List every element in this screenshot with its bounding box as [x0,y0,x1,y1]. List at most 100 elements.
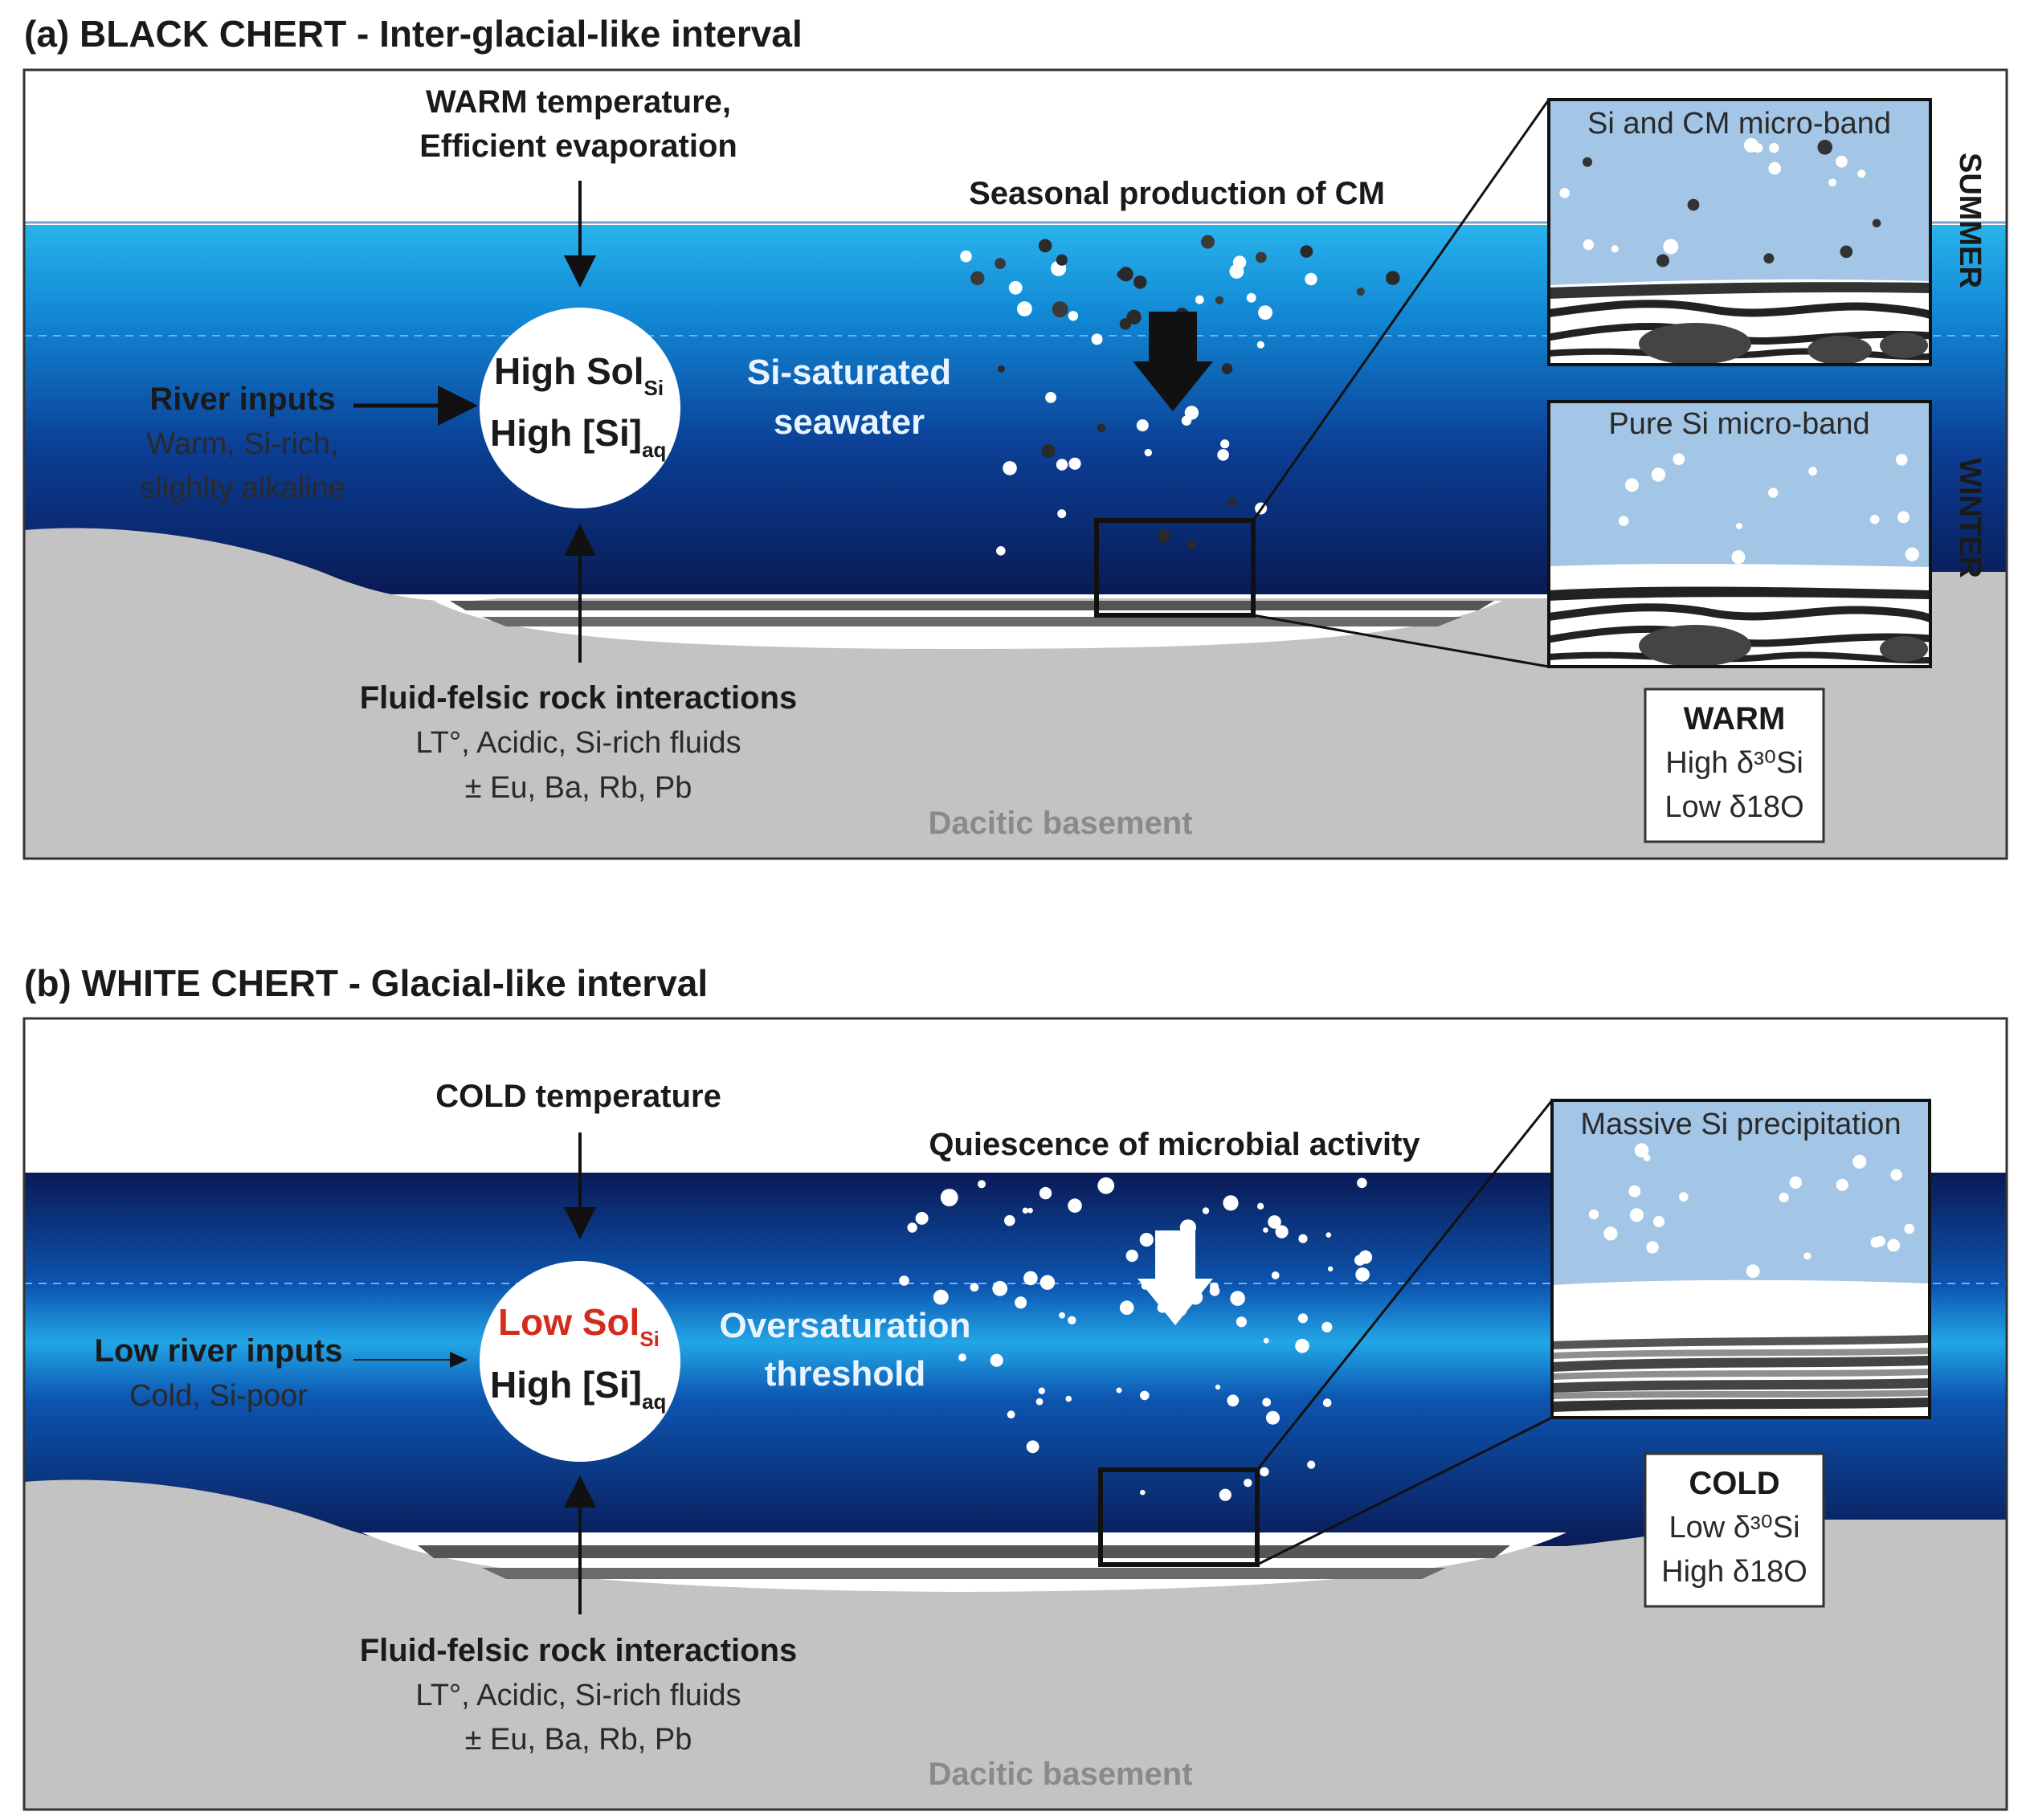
particle [1307,1460,1316,1469]
inset-particle [1857,169,1866,178]
particle [1271,1271,1280,1279]
inset-particle [1746,1264,1760,1279]
panel-a-circle-line2: High [Si]aq [490,412,666,462]
inset-particle [1611,245,1619,253]
particle [1125,1249,1138,1263]
panel-a-inset-top-label: Si and CM micro-band [1587,107,1891,141]
particle [1039,1186,1052,1200]
panel-b-box-line1: Low δ³⁰Si [1669,1511,1799,1545]
inset-particle [1817,140,1832,155]
inset-particle [1872,218,1881,228]
particle [1358,1250,1373,1264]
panel-b-top-label-1: COLD temperature [435,1079,721,1114]
particle [1230,1291,1245,1306]
particle [1356,288,1365,296]
panel-b-box-title: COLD [1689,1466,1779,1501]
inset-particle [1603,1226,1618,1241]
inset-particle [1897,511,1910,524]
particle [1219,1488,1232,1501]
particle [1068,457,1081,470]
particle [1325,1232,1332,1238]
particle [1119,1300,1134,1315]
panel-b-river-line1: Cold, Si-poor [129,1379,308,1413]
panel-a-season-summer: SUMMER [1953,153,1987,288]
panel-b-si-particles [899,1177,1373,1501]
particle [1052,301,1068,318]
inset-particle [1789,1176,1802,1190]
inset-particle [1890,1169,1902,1181]
panel-a-bottom-line2: ± Eu, Ba, Rb, Pb [465,771,692,805]
panel-b-title: (b) WHITE CHERT - Glacial-like interval [24,962,708,1004]
particle [1300,245,1313,258]
particle [1268,1215,1281,1229]
particle [1097,1177,1115,1194]
panel-b-isotope-box: COLD Low δ³⁰Si High δ18O [1644,1452,1825,1608]
particle [1057,509,1067,519]
particle [1220,439,1230,449]
particle [1022,1207,1029,1214]
particle [1097,423,1105,433]
particle [1386,271,1400,285]
inset-particle [1673,453,1685,465]
particle [1140,1390,1150,1401]
panel-a-frame [22,68,2008,860]
inset-particle [1559,188,1570,198]
particle [1015,1296,1027,1309]
panel-b-sediment-lens [361,1532,1566,1592]
inset-particle [1869,514,1880,524]
particle [1221,363,1233,374]
inset-particle [1763,253,1775,264]
particle [1184,406,1199,420]
panel-a: (a) BLACK CHERT - Inter-glacial-like int… [22,13,2008,860]
particle [1091,333,1103,345]
particle [1059,1312,1065,1319]
particle [1295,1338,1309,1353]
particle [1041,443,1056,458]
inset-particle [1768,488,1779,498]
particle [940,1189,958,1206]
panel-b-bottom-line1: LT°, Acidic, Si-rich fluids [415,1679,741,1712]
particle [1223,1195,1239,1211]
inset-particle [1836,155,1848,168]
panel-b-circle-line2: High [Si]aq [490,1364,666,1414]
particle [1157,529,1170,543]
panel-a-inset-top: Si and CM micro-band [1547,98,1932,366]
particle [1217,449,1229,461]
inset-particle [1840,245,1853,259]
panel-b-bottom-title: Fluid-felsic rock interactions [360,1633,798,1668]
particle [1195,295,1204,304]
particle [1266,1410,1280,1425]
particle [1003,461,1017,475]
particle [1256,1202,1264,1210]
particle [1038,239,1052,253]
particle [1256,341,1264,349]
inset-particle [1905,547,1919,561]
particle [1065,1395,1072,1402]
panel-a-season-winter: WINTER [1953,458,1987,578]
particle [970,1283,979,1292]
particle [1355,1267,1370,1282]
particle [1140,1489,1146,1496]
panel-a-cm-particles [960,235,1400,556]
inset-particle [1629,1208,1644,1222]
panel-b-zoom-line-bottom [1256,1416,1553,1566]
particle [1056,459,1068,471]
particle [933,1289,949,1305]
inset-particle [1735,523,1742,529]
particle [1116,1387,1122,1394]
particle [1215,1384,1221,1390]
inset-particle [1828,178,1836,187]
particle [1227,497,1236,507]
inset-particle [1583,157,1592,167]
inset-particle [1656,254,1669,267]
panel-a-box-line2: Low δ18O [1665,790,1803,824]
particle [970,271,985,286]
particle [1298,1234,1308,1243]
panel-a-river-title: River inputs [149,382,335,417]
inset-particle [1836,1178,1848,1191]
particle [1263,1337,1269,1344]
particle [1202,1207,1210,1214]
inset-particle [1753,143,1763,153]
panel-a-isotope-box: WARM High δ³⁰Si Low δ18O [1644,688,1825,843]
particle [960,250,972,263]
